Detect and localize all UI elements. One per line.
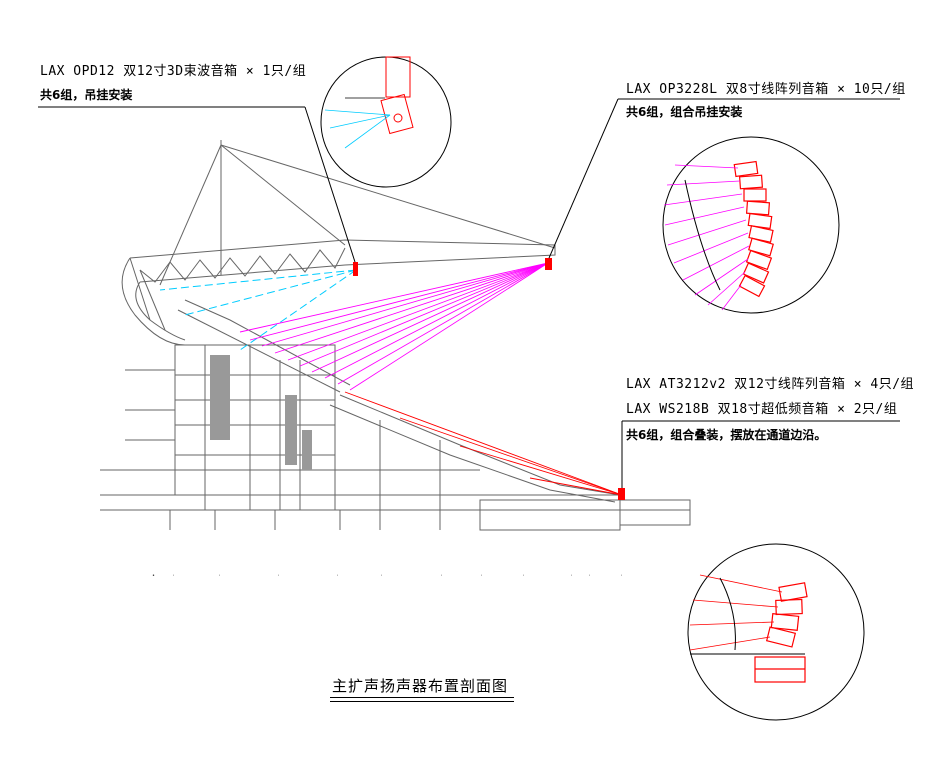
stand-structure bbox=[100, 299, 691, 531]
opd12-beams bbox=[159, 269, 357, 351]
svg-text:·: · bbox=[570, 573, 573, 579]
title-underline bbox=[330, 697, 514, 698]
at3212-model-label: LAX AT3212v2 双12寸线阵列音箱 × 4只/组 bbox=[626, 377, 915, 392]
opd12-install-label: 共6组，吊挂安装 bbox=[40, 88, 133, 102]
opd12-model-label: LAX OPD12 双12寸3D束波音箱 × 1只/组 bbox=[40, 64, 307, 79]
svg-text:·: · bbox=[588, 573, 591, 579]
at3212-speaker-icon bbox=[618, 488, 625, 500]
line-array-icon bbox=[733, 160, 774, 298]
op3228l-beams bbox=[239, 262, 549, 391]
at3212-install-label: 共6组，组合叠装，摆放在通道边沿。 bbox=[626, 428, 827, 442]
svg-text:·: · bbox=[480, 573, 483, 579]
at3212-beams bbox=[344, 391, 623, 496]
svg-text:·: · bbox=[218, 573, 221, 579]
stair-hatching bbox=[210, 355, 312, 470]
svg-text:·: · bbox=[277, 573, 280, 579]
detail-circle-opd12 bbox=[320, 56, 452, 188]
svg-text:·: · bbox=[522, 573, 525, 579]
svg-text:·: · bbox=[380, 573, 383, 579]
detail-circle-op3228l bbox=[662, 136, 840, 314]
speaker-markers bbox=[353, 258, 625, 500]
detail-circle-at3212 bbox=[687, 543, 865, 721]
drawing-title: 主扩声扬声器布置剖面图 bbox=[332, 677, 509, 695]
leader-lines bbox=[38, 98, 900, 488]
line-array-icon bbox=[754, 582, 808, 683]
svg-text:•: • bbox=[152, 573, 155, 579]
svg-text:·: · bbox=[172, 573, 175, 579]
svg-text:·: · bbox=[336, 573, 339, 579]
op3228l-speaker-icon bbox=[545, 258, 552, 270]
ws218b-model-label: LAX WS218B 双18寸超低频音箱 × 2只/组 bbox=[626, 402, 898, 417]
op3228l-model-label: LAX OP3228L 双8寸线阵列音箱 × 10只/组 bbox=[626, 82, 906, 97]
opd12-speaker-icon bbox=[353, 262, 358, 276]
grid-axis-marks: • · · · · · · · · · · · bbox=[152, 573, 623, 579]
svg-text:·: · bbox=[440, 573, 443, 579]
op3228l-install-label: 共6组，组合吊挂安装 bbox=[626, 105, 743, 119]
title-underline-thick bbox=[330, 701, 514, 702]
svg-text:·: · bbox=[620, 573, 623, 579]
